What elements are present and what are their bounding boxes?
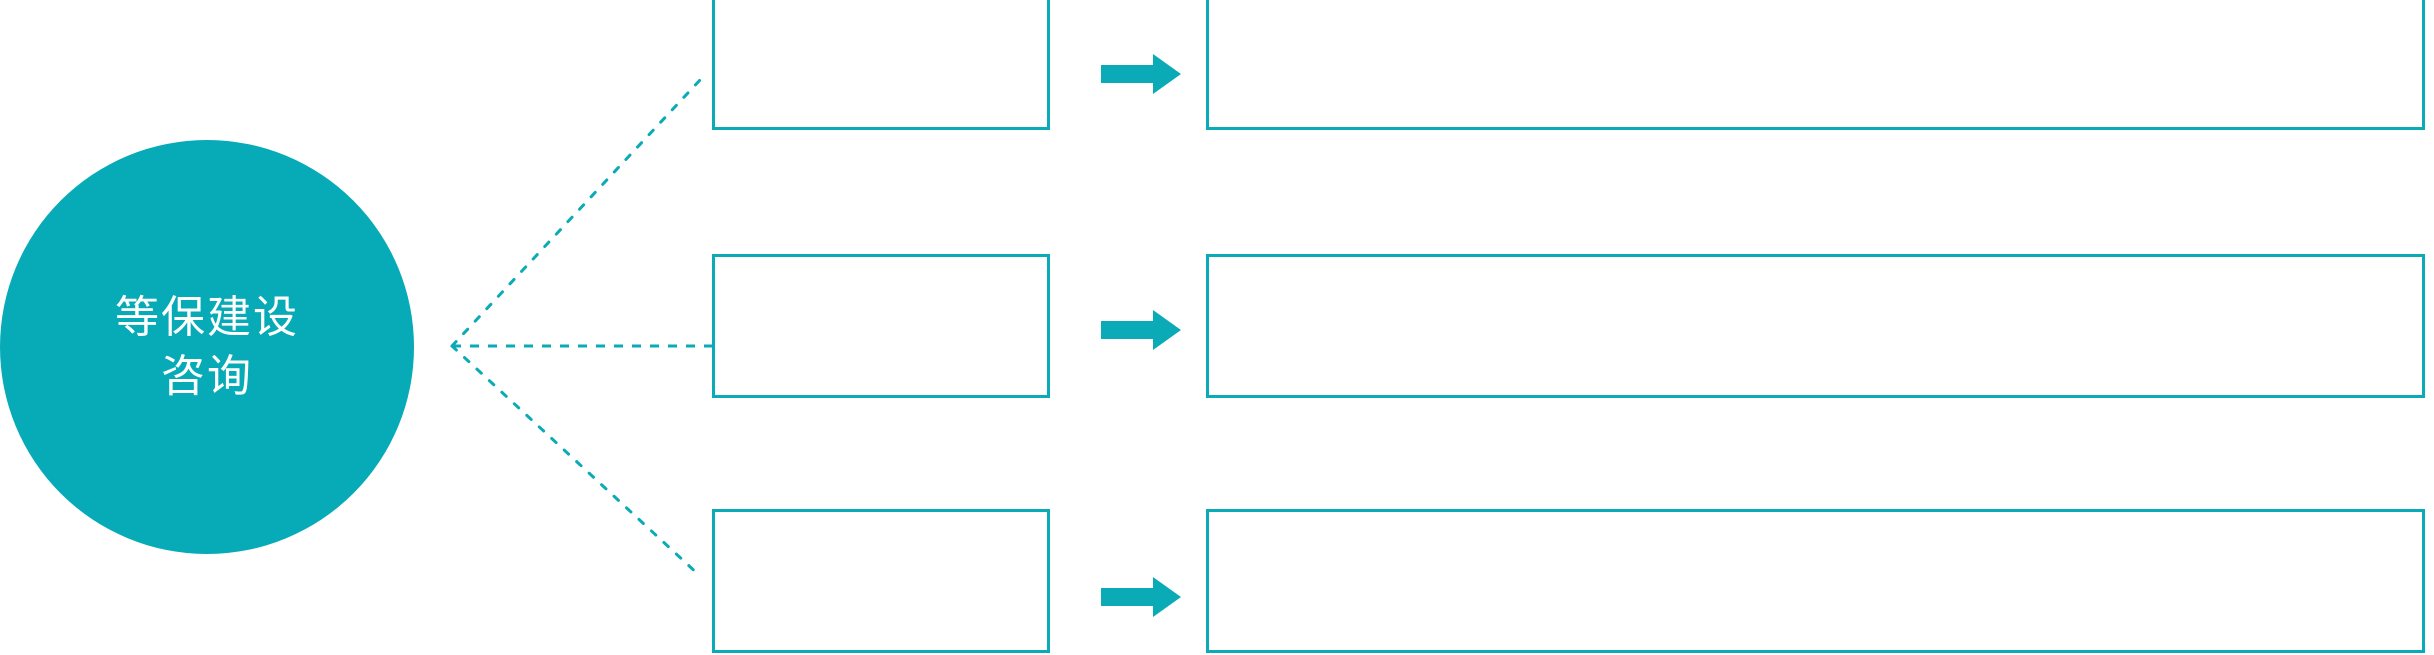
- row-2-small-box[interactable]: [712, 254, 1050, 398]
- diagram-row: [0, 254, 2434, 400]
- right-arrow-icon: [1101, 577, 1181, 617]
- right-arrow-icon: [1101, 310, 1181, 350]
- right-arrow-icon: [1101, 54, 1181, 94]
- row-1-large-box[interactable]: [1206, 0, 2425, 130]
- row-3-small-box[interactable]: [712, 509, 1050, 653]
- hub-circle[interactable]: 等保建设 咨询: [0, 140, 414, 554]
- diagram-row: [0, 0, 2434, 146]
- diagram-row: [0, 509, 2434, 655]
- hub-label-line-2: 咨询: [161, 352, 253, 401]
- row-1-small-box[interactable]: [712, 0, 1050, 130]
- row-2-large-box[interactable]: [1206, 254, 2425, 398]
- hub-label-line-1: 等保建设: [115, 292, 299, 342]
- row-3-large-box[interactable]: [1206, 509, 2425, 653]
